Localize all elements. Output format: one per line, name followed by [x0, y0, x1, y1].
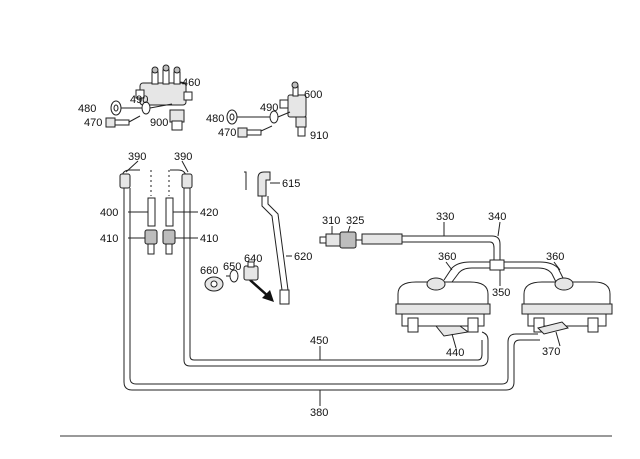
label-325: 325 [346, 215, 364, 227]
label-360-right: 360 [546, 251, 564, 263]
fitting-640 [243, 261, 259, 281]
label-470a: 470 [84, 117, 102, 129]
connector-410-right [162, 229, 176, 255]
label-660: 660 [200, 265, 218, 277]
hose-400 [147, 170, 156, 227]
label-390-left: 390 [128, 151, 146, 163]
label-600: 600 [304, 89, 322, 101]
label-460: 460 [182, 77, 200, 89]
pipe-390-left [119, 169, 140, 382]
valve-assembly-460 [135, 64, 193, 131]
connector-325 [339, 231, 357, 249]
label-615: 615 [282, 178, 300, 190]
pipe-390-right [170, 169, 193, 360]
label-620: 620 [294, 251, 312, 263]
label-490a: 490 [130, 94, 148, 106]
pipe-380 [123, 333, 540, 391]
label-480a: 480 [78, 103, 96, 115]
washer-480a [110, 100, 122, 116]
label-400: 400 [100, 207, 118, 219]
pipe-330 [356, 233, 501, 262]
sensor-310 [319, 233, 341, 247]
label-650: 650 [223, 261, 241, 273]
direction-arrow [249, 279, 274, 302]
label-470b: 470 [218, 127, 236, 139]
label-350: 350 [492, 287, 510, 299]
actuator-left [395, 277, 491, 333]
label-480b: 480 [206, 113, 224, 125]
label-340: 340 [488, 211, 506, 223]
label-310: 310 [322, 215, 340, 227]
label-410-right: 410 [200, 233, 218, 245]
fitting-615 [257, 171, 271, 197]
pipe-450 [183, 331, 489, 367]
label-410-left: 410 [100, 233, 118, 245]
bolt-470b [237, 127, 262, 138]
label-390-right: 390 [174, 151, 192, 163]
label-640: 640 [244, 253, 262, 265]
hose-440 [434, 325, 470, 349]
valve-assembly-600 [279, 81, 307, 137]
hose-620 [261, 196, 290, 305]
actuator-right [521, 277, 613, 333]
label-330: 330 [436, 211, 454, 223]
label-360-left: 360 [438, 251, 456, 263]
connector-410-left [144, 229, 158, 255]
hose-420 [165, 170, 174, 227]
label-900: 900 [150, 117, 168, 129]
label-910: 910 [310, 130, 328, 142]
label-420: 420 [200, 207, 218, 219]
bolt-470a [105, 117, 130, 128]
label-370: 370 [542, 346, 560, 358]
clip-660 [204, 276, 224, 292]
label-380: 380 [310, 407, 328, 419]
label-450: 450 [310, 335, 328, 347]
tee-350 [443, 259, 565, 283]
label-440: 440 [446, 347, 464, 359]
hose-370 [537, 321, 569, 347]
label-490b: 490 [260, 102, 278, 114]
washer-480b [226, 109, 238, 125]
